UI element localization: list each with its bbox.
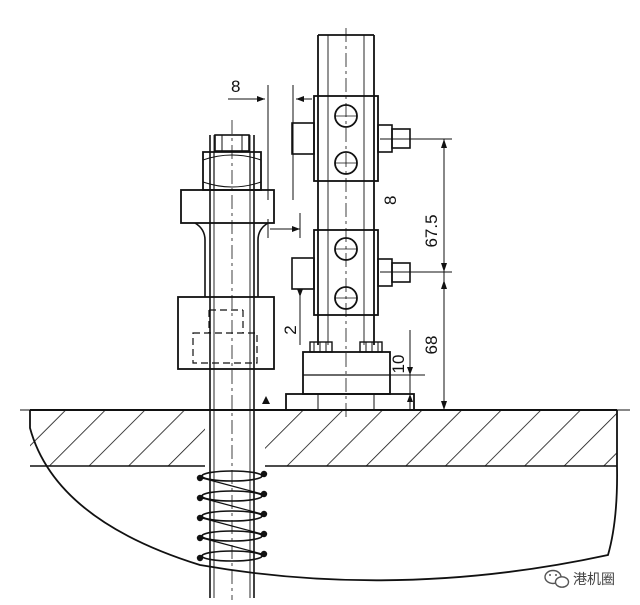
dim-offset: 2 <box>281 325 300 334</box>
dim-base-height: 10 <box>389 355 408 374</box>
watermark: 港机圈 <box>544 569 615 588</box>
dim-lower-height: 68 <box>422 336 441 355</box>
dim-top-gap: 8 <box>231 77 240 96</box>
dim-side-gap: 8 <box>381 196 400 205</box>
watermark-text: 港机圈 <box>573 572 615 588</box>
foundation-slab <box>20 409 630 582</box>
dim-pitch: 67.5 <box>422 214 441 247</box>
screw-assembly <box>177 120 275 600</box>
dimension-lines <box>228 85 452 410</box>
wechat-icon <box>544 569 570 588</box>
